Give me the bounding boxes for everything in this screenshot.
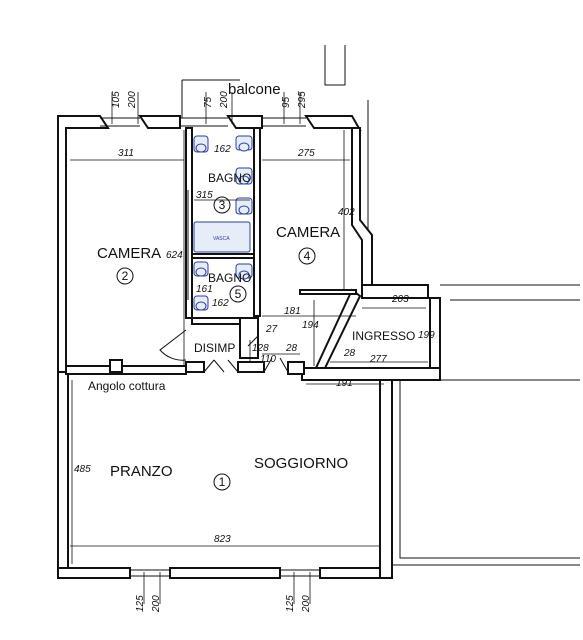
dim-191: 191	[336, 378, 353, 389]
dim-bottom-125b: 125	[285, 595, 296, 612]
dim-bottom-200a: 200	[151, 595, 162, 613]
windows	[100, 117, 320, 577]
dim-402: 402	[338, 207, 355, 218]
label-ingresso: INGRESSO	[352, 329, 415, 343]
dim-181: 181	[284, 306, 301, 317]
dim-161: 161	[196, 284, 213, 295]
dim-624: 624	[166, 250, 183, 261]
svg-text:5: 5	[235, 287, 242, 301]
bathroom-fixtures	[187, 135, 253, 311]
svg-text:3: 3	[219, 198, 226, 212]
label-vasca: VASCA	[213, 236, 230, 242]
dim-128: 128	[252, 343, 269, 354]
room-number-5: 5	[229, 285, 247, 303]
interior-walls	[65, 127, 362, 375]
label-bagno-3: BAGNO	[208, 171, 251, 185]
label-disimp: DISIMP	[194, 341, 235, 355]
svg-text:4: 4	[304, 249, 311, 263]
dim-315: 315	[196, 190, 213, 201]
dim-277: 277	[369, 354, 387, 365]
dim-110: 110	[260, 354, 276, 365]
label-bagno-5: BAGNO	[208, 271, 251, 285]
label-angolo-cottura: Angolo cottura	[88, 379, 166, 393]
context-lines	[181, 45, 580, 566]
dim-311: 311	[118, 148, 134, 159]
dim-top-95: 95	[281, 96, 292, 108]
dim-28-right: 28	[343, 348, 356, 359]
svg-text:2: 2	[122, 269, 129, 283]
dim-27: 27	[265, 324, 278, 335]
room-number-3: 3	[213, 196, 231, 214]
dim-top-75: 75	[203, 96, 214, 108]
dim-203: 203	[391, 294, 409, 305]
dim-top-105: 105	[111, 91, 122, 108]
dim-162-top: 162	[214, 144, 231, 155]
room-number-1: 1	[213, 473, 231, 491]
label-camera-4: CAMERA	[276, 224, 340, 241]
dim-162-bottom: 162	[212, 298, 229, 309]
svg-text:1: 1	[219, 475, 226, 489]
label-balcone: balcone	[228, 81, 281, 98]
dim-194: 194	[302, 320, 319, 331]
doors	[159, 329, 289, 373]
dim-top-295: 295	[297, 91, 308, 109]
label-soggiorno: SOGGIORNO	[254, 455, 348, 472]
room-number-4: 4	[298, 247, 316, 265]
dim-top-200b: 200	[219, 91, 230, 109]
dimension-lines	[70, 92, 431, 604]
dim-275: 275	[297, 148, 315, 159]
outer-walls	[57, 115, 441, 579]
dim-823: 823	[214, 534, 231, 545]
label-pranzo: PRANZO	[110, 463, 173, 480]
dim-bottom-125a: 125	[135, 595, 146, 612]
dim-bottom-200b: 200	[301, 595, 312, 613]
dim-top-200a: 200	[127, 91, 138, 109]
dim-485: 485	[74, 464, 91, 475]
label-camera-2: CAMERA	[97, 245, 161, 262]
dim-199: 199	[418, 330, 435, 341]
dim-28-left: 28	[285, 343, 298, 354]
room-number-2: 2	[116, 267, 134, 285]
